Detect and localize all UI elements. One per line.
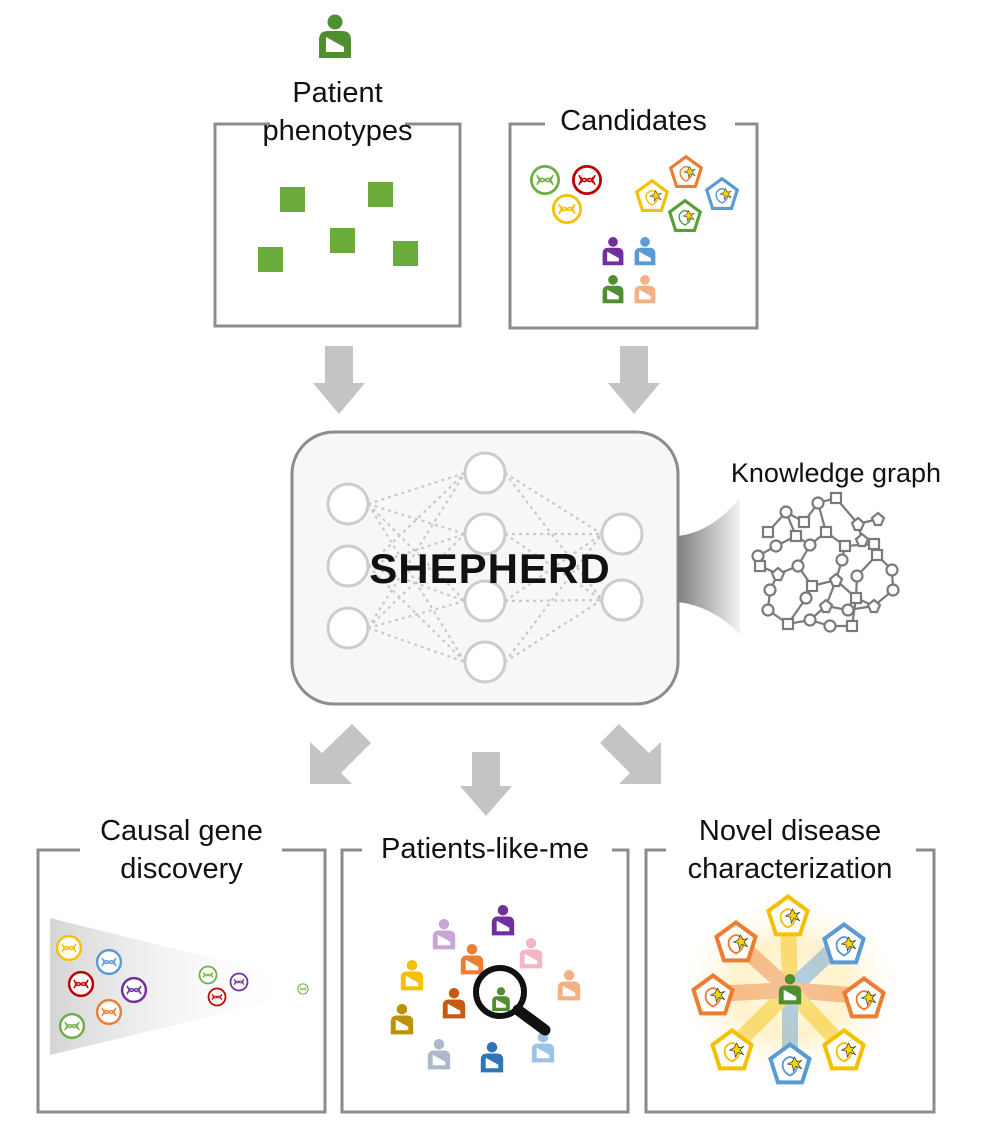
disease-icon bbox=[705, 177, 739, 210]
patient-icon bbox=[519, 937, 543, 969]
gene-icon bbox=[552, 193, 582, 225]
phenotype-square bbox=[393, 241, 418, 266]
causal-title-line2: discovery bbox=[120, 853, 243, 885]
patient-icon bbox=[531, 1031, 555, 1063]
phenotype-square bbox=[330, 228, 355, 253]
knowledge-graph-title: Knowledge graph bbox=[730, 458, 942, 488]
patient-icon bbox=[400, 959, 424, 991]
arrow-down-icon bbox=[460, 752, 512, 816]
input-arrows bbox=[313, 346, 660, 414]
phenotypes-title-line1: Patient bbox=[292, 77, 383, 109]
patients-title: Patients-like-me bbox=[342, 830, 628, 868]
novel-title-line2: characterization bbox=[687, 853, 893, 885]
similar-patients bbox=[390, 904, 581, 1073]
gene-icon bbox=[67, 970, 95, 998]
candidate-genes bbox=[530, 164, 602, 225]
network-node bbox=[600, 578, 644, 622]
gene-icon bbox=[95, 948, 123, 976]
candidates-title-text: Candidates bbox=[550, 105, 717, 137]
network-node bbox=[463, 579, 507, 623]
phenotype-squares bbox=[258, 182, 418, 272]
novel-box bbox=[644, 848, 936, 1114]
network-node bbox=[463, 512, 507, 556]
query-patient-icon bbox=[492, 987, 510, 1012]
magnifier-icon bbox=[473, 965, 551, 1036]
patient-icon bbox=[319, 14, 351, 58]
network-node bbox=[326, 606, 370, 650]
causal-title-line1: Causal gene bbox=[100, 815, 263, 847]
phenotypes-title: Patient phenotypes bbox=[215, 74, 460, 150]
novel-title-line1: Novel disease bbox=[698, 815, 882, 847]
disease-icon bbox=[635, 179, 669, 212]
phenotype-square bbox=[280, 187, 305, 212]
candidates-box bbox=[508, 122, 759, 330]
network-nodes bbox=[326, 451, 644, 684]
gene-icon bbox=[198, 965, 218, 985]
disease-icon bbox=[669, 155, 703, 188]
knowledge-graph-funnel bbox=[678, 498, 740, 634]
patient-icon bbox=[634, 237, 656, 266]
arrow-down-left-icon bbox=[310, 724, 371, 784]
network-node bbox=[326, 544, 370, 588]
patient-icon bbox=[491, 904, 515, 936]
patient-icon bbox=[634, 275, 656, 304]
network-edges bbox=[367, 471, 603, 664]
patient-icon bbox=[390, 1003, 414, 1035]
patient-icon bbox=[602, 275, 624, 304]
model-title: SHEPHERD bbox=[369, 545, 611, 592]
gene-icon bbox=[229, 972, 249, 992]
disease-icon bbox=[668, 199, 702, 232]
gene-icon bbox=[207, 987, 227, 1007]
novel-title: Novel disease characterization bbox=[646, 812, 934, 888]
network-node bbox=[463, 451, 507, 495]
network-node bbox=[600, 512, 644, 556]
causal-title: Causal gene discovery bbox=[38, 812, 325, 888]
patient-icon bbox=[602, 237, 624, 266]
knowledge-graph bbox=[751, 491, 900, 633]
network-node bbox=[326, 482, 370, 526]
arrow-down-right-icon bbox=[600, 724, 661, 784]
phenotypes-title-line2: phenotypes bbox=[262, 115, 413, 147]
causal-box bbox=[36, 848, 327, 1114]
patients-box bbox=[340, 848, 630, 1114]
candidate-diseases bbox=[635, 155, 739, 232]
candidates-title: Candidates bbox=[510, 102, 757, 140]
gene-icon bbox=[572, 164, 602, 196]
gene-icon bbox=[297, 983, 309, 995]
patient-icon bbox=[427, 1038, 451, 1070]
patient-icon bbox=[432, 918, 456, 950]
phenotype-square bbox=[258, 247, 283, 272]
gene-icon bbox=[530, 164, 560, 196]
patient-icon bbox=[442, 987, 466, 1019]
gene-icon bbox=[120, 976, 148, 1004]
disease-associations bbox=[675, 895, 905, 1085]
candidate-patients bbox=[602, 237, 656, 304]
gene-icon bbox=[55, 934, 83, 962]
phenotype-square bbox=[368, 182, 393, 207]
gene-icon bbox=[95, 998, 123, 1026]
patient-icon bbox=[480, 1041, 504, 1073]
patients-title-text: Patients-like-me bbox=[371, 833, 599, 865]
output-arrows bbox=[310, 724, 661, 816]
arrow-down-icon bbox=[608, 346, 660, 414]
gene-icon bbox=[58, 1012, 86, 1040]
patient-icon bbox=[557, 969, 581, 1001]
patient-icon bbox=[460, 943, 484, 975]
arrow-down-icon bbox=[313, 346, 365, 414]
network-node bbox=[463, 640, 507, 684]
phenotypes-box bbox=[213, 122, 462, 328]
